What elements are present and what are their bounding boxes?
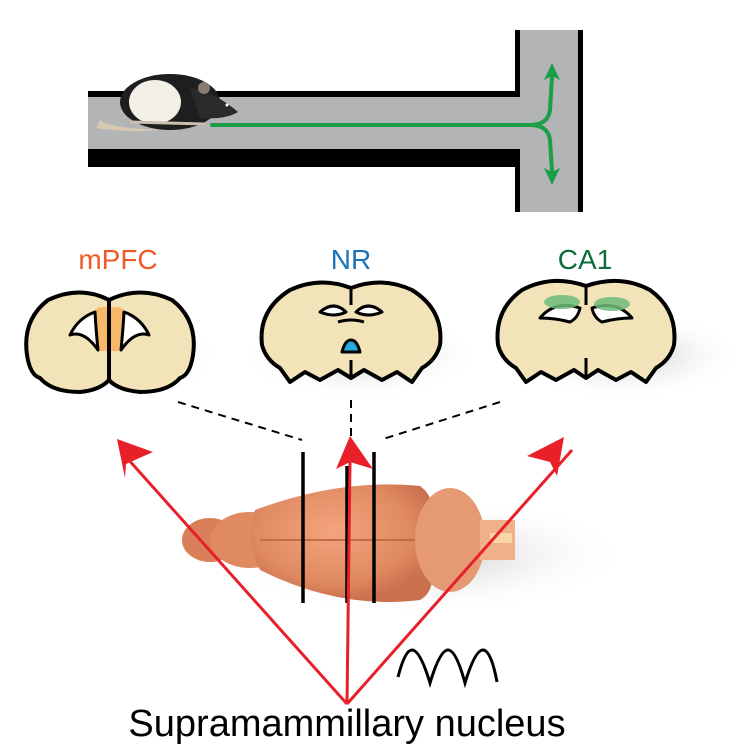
arrow-head-nr-icon: [336, 436, 373, 469]
projection-arrows: [125, 449, 574, 705]
source-label: Supramammillary nucleus: [128, 703, 565, 745]
region-label-ca1: CA1: [558, 244, 612, 275]
region-label-nr: NR: [331, 244, 371, 275]
rat-illustration: [96, 74, 238, 132]
maze-top-wall: [88, 91, 520, 97]
maze-arm-right-wall: [578, 30, 583, 212]
maze-arm-left-wall-top: [515, 30, 520, 97]
maze-arm-left-wall-bottom: [515, 149, 520, 212]
section-guide-lines: [177, 400, 501, 441]
theta-wave-icon: [396, 648, 499, 689]
brain-section-nr: [259, 280, 443, 384]
region-label-mpfc: mPFC: [78, 244, 157, 275]
arrow-head-ca1-icon: [527, 437, 564, 476]
choice-path: [210, 74, 554, 174]
t-maze: [88, 30, 583, 212]
brain-section-mpfc: [24, 290, 196, 394]
nr-highlight: [340, 338, 362, 354]
ca1-highlight-right: [594, 297, 630, 311]
section-markers: [301, 452, 376, 603]
maze-bottom-wall: [88, 149, 520, 167]
arrow-head-mpfc-icon: [117, 439, 153, 478]
arrow-down-icon: [544, 168, 560, 185]
arrow-up-icon: [544, 63, 560, 80]
ca1-highlight-left: [544, 295, 580, 309]
maze-arm-floor: [520, 30, 578, 212]
brain-section-ca1: [495, 278, 677, 384]
